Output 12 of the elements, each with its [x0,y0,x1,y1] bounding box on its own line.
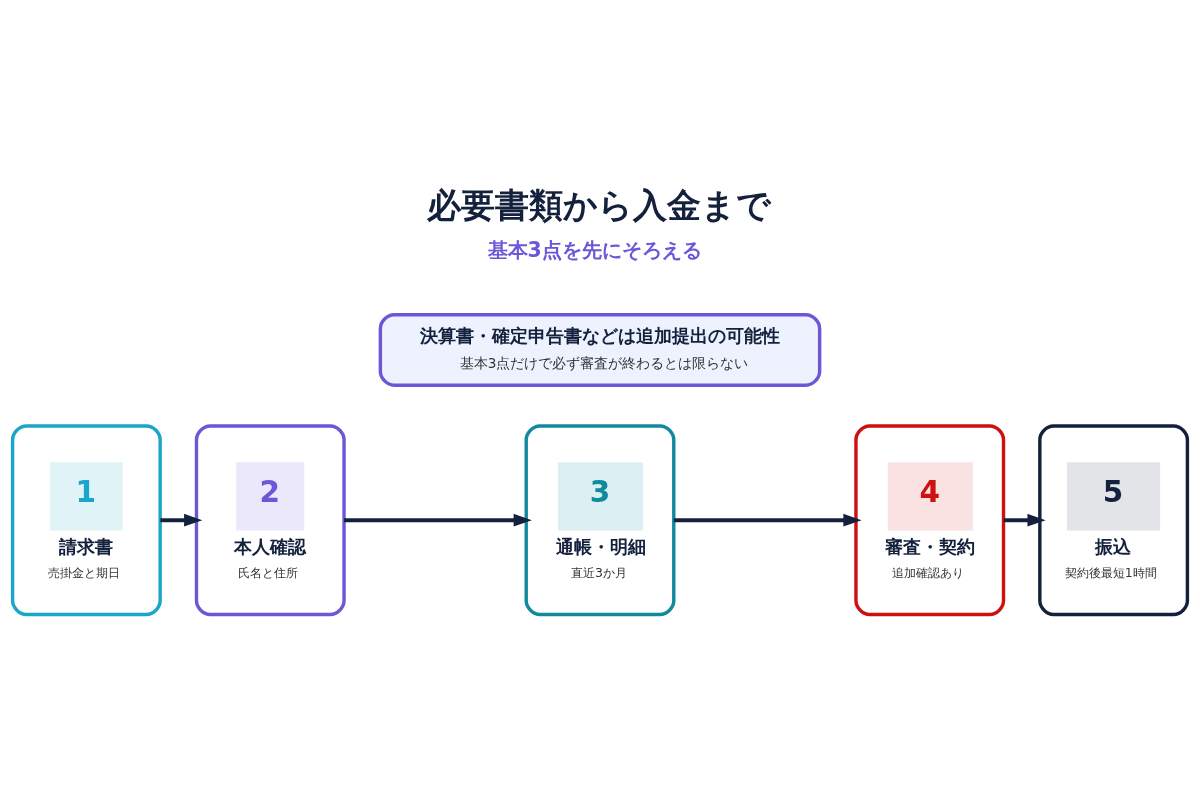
arrow [1003,513,1046,527]
label: 基本3点を先にそろえる [487,237,702,262]
diagram-title: 必要書類から入金まで [427,184,772,225]
node-box: 5 振込 契約後最短1時間 [1038,423,1190,616]
arrow [673,513,862,527]
node-box: 3 通帳・明細 直近3か月 [524,423,676,616]
node-box: 1 請求書 売掛金と期日 [10,423,162,616]
arrow [160,513,203,527]
arrow [344,513,532,527]
node-box: 決算書・確定申告書などは追加提出の可能性 基本3点だけで必ず審査が終わるとは限らない [378,312,822,387]
node-box: 2 本人確認 氏名と住所 [194,423,346,616]
node-box: 4 審査・契約 追加確認あり [854,423,1006,616]
